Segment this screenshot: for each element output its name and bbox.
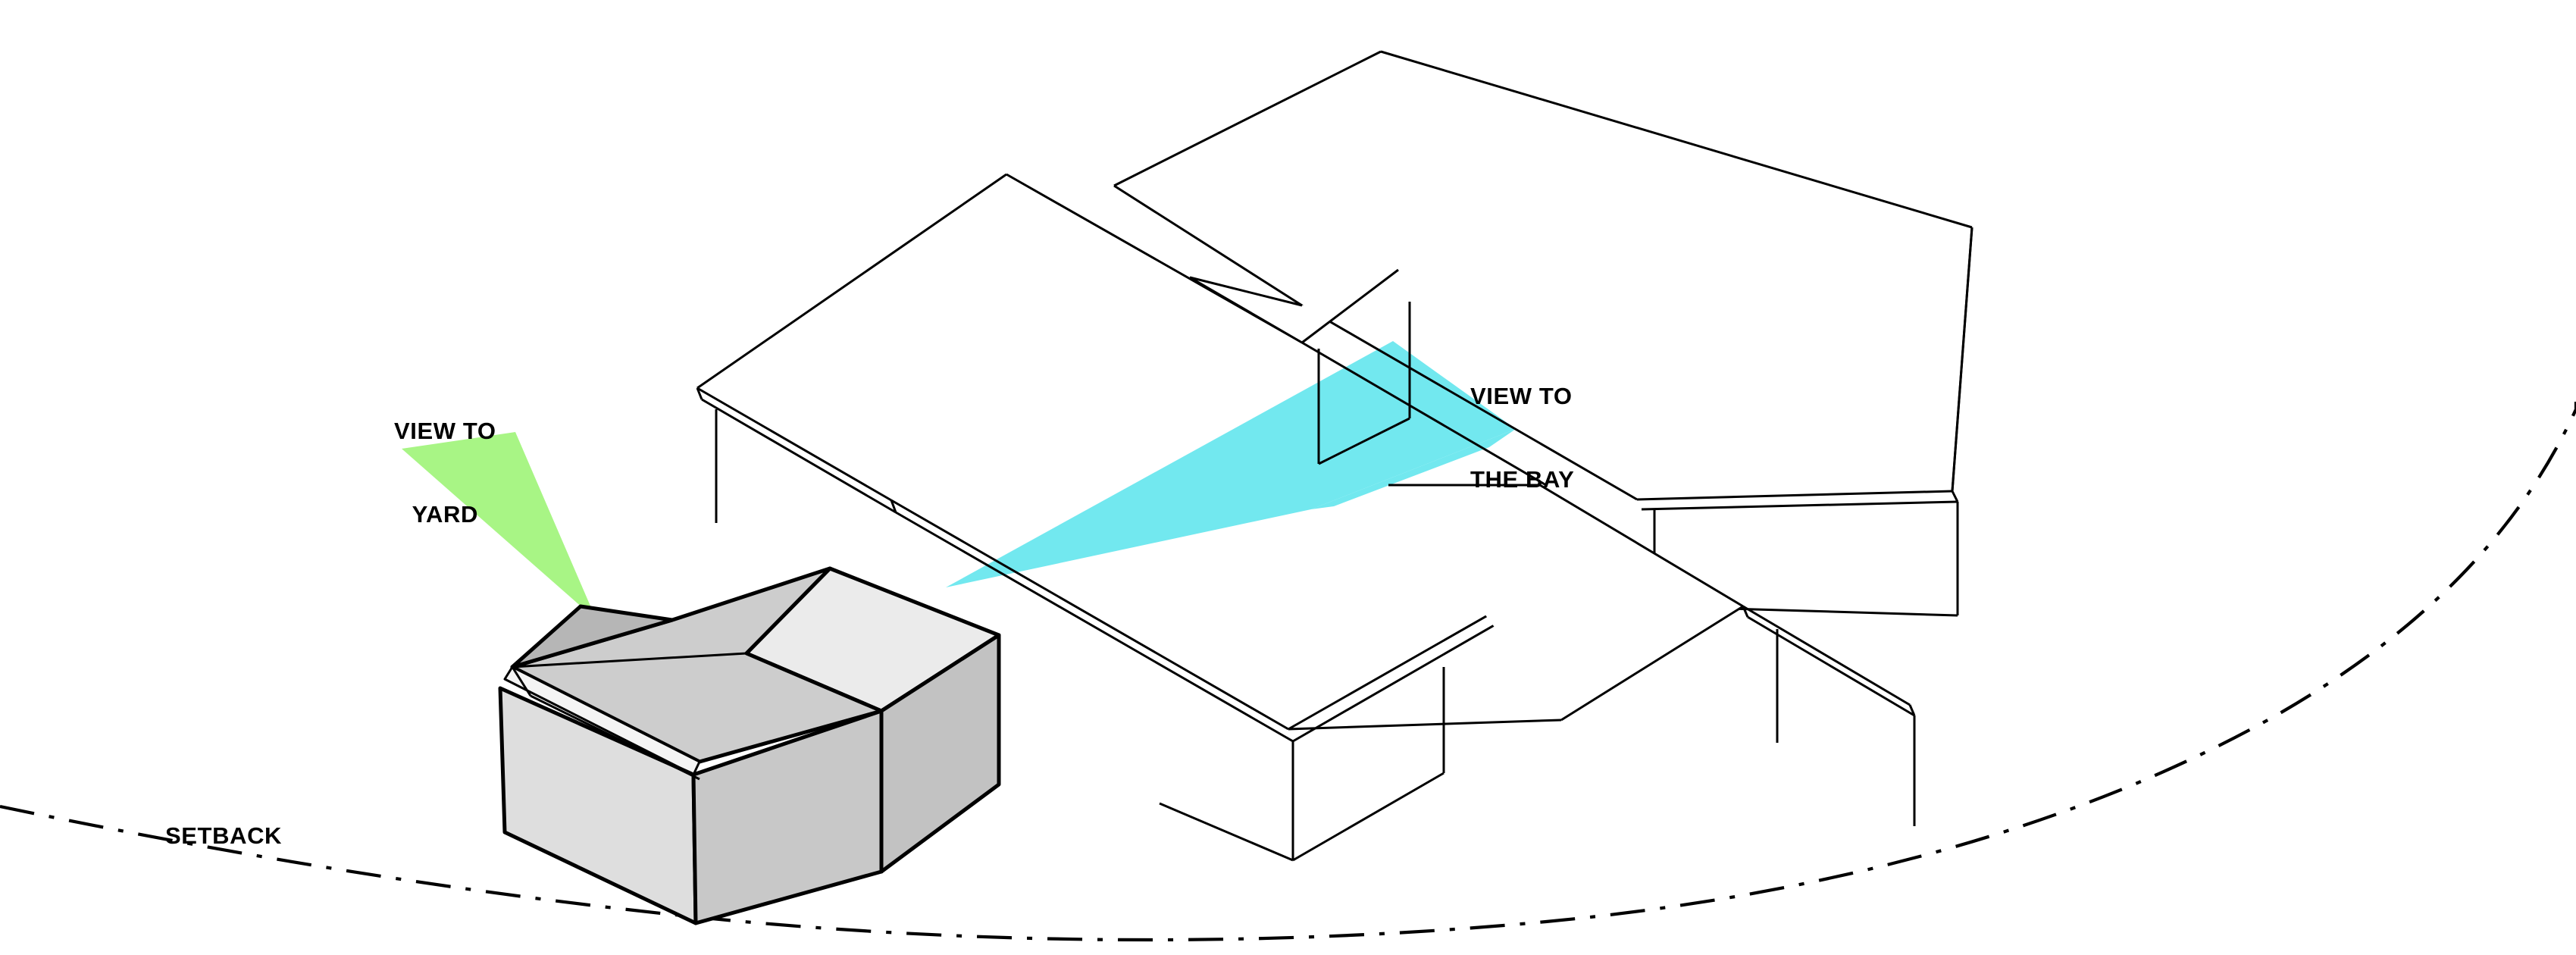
label-view-to-yard-line1: VIEW TO xyxy=(394,418,496,445)
main-house-central-mass xyxy=(1288,484,1916,826)
setback-line xyxy=(0,402,2576,942)
view-cone-cyan xyxy=(946,341,1516,587)
label-view-to-the-bay-line2: THE BAY xyxy=(1470,465,1575,493)
label-view-to-the-bay: VIEW TO THE BAY xyxy=(1470,327,1574,550)
main-house-valley xyxy=(1189,268,1411,465)
label-view-to-yard-line2: YARD xyxy=(412,500,478,528)
label-view-to-the-bay-line1: VIEW TO xyxy=(1470,383,1573,410)
view-cone-green xyxy=(402,432,596,620)
adu-volume xyxy=(498,566,1001,925)
label-view-to-yard: VIEW TO YARD xyxy=(394,362,496,584)
main-house-front-wall xyxy=(1159,667,1445,862)
label-setback: SETBACK xyxy=(165,822,283,849)
main-house-far-wing xyxy=(1113,50,1973,617)
